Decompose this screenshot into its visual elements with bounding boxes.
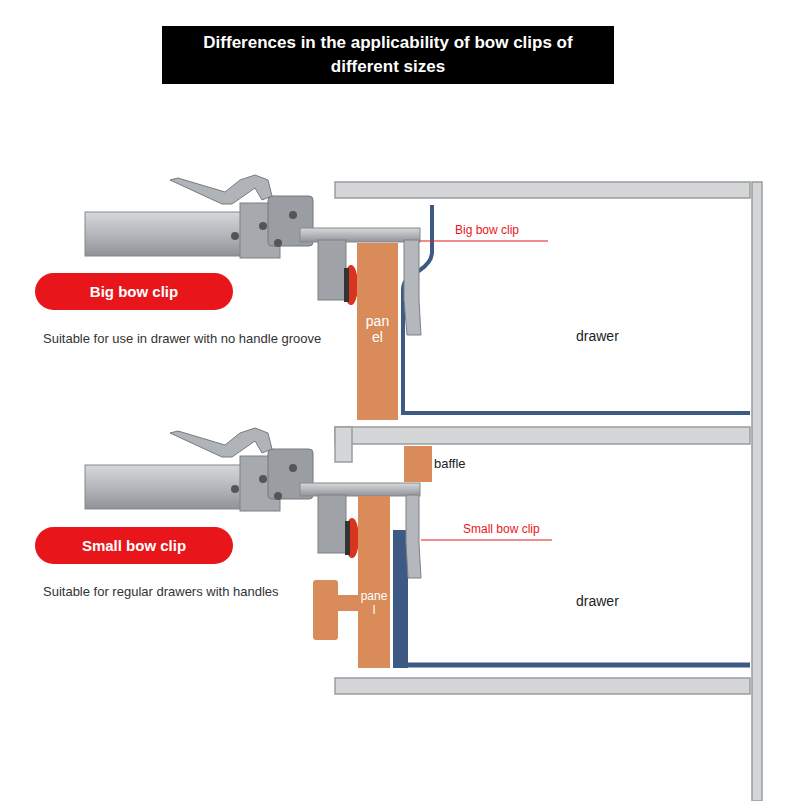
cabinet-shelf [335,427,750,444]
node-text: baffle [434,456,466,471]
node-text: pane l [359,590,389,618]
drawer-panel: pane l [358,496,390,668]
drawer-outline [403,205,750,413]
rubber-pad [344,268,349,302]
screw [289,464,297,472]
screw [259,475,267,483]
cabinet-shelf [335,182,750,198]
handle-knob [336,595,360,611]
rubber-pad [344,265,358,305]
screw [259,222,267,230]
drawer-outline [393,663,750,668]
rubber-pad [345,521,350,555]
node-text: pan el [364,313,392,345]
callout-label: Big bow clip [455,223,519,237]
clip-clamp [318,240,346,300]
clip-lever [170,428,272,457]
drawer-front [393,530,408,668]
part-name: drawer [576,328,619,344]
label-pill: Big bow clip [35,273,233,310]
clip-lever [170,175,272,204]
part-name: drawer [576,593,619,609]
node-text: Big bow clip [90,283,178,300]
node-text: Small bow clip [82,537,186,554]
leader-line [421,539,552,540]
leader-line [420,240,548,241]
screw [274,492,282,500]
title: Differences in the applicability of bow … [162,26,614,84]
cabinet-shelf [335,678,750,694]
baffle-block: baffle [404,446,432,482]
screw [231,485,239,493]
clip-plate [406,495,421,578]
clip-plate [404,240,421,335]
cabinet-shelf [335,427,352,462]
label-pill: Small bow clip [35,527,233,564]
screw [231,232,239,240]
screw [274,239,282,247]
drawer-panel: pan el [357,243,398,420]
clip-body [85,212,250,256]
description-note: Suitable for regular drawers with handle… [43,584,279,599]
screw [289,211,297,219]
cabinet-wall [752,182,762,801]
callout-label: Small bow clip [463,522,540,536]
description-note: Suitable for use in drawer with no handl… [43,331,321,346]
clip-arm [300,483,420,496]
rubber-pad [345,518,359,558]
clip-clamp [318,495,346,553]
handle-knob [313,580,338,640]
clip-body [85,465,250,509]
